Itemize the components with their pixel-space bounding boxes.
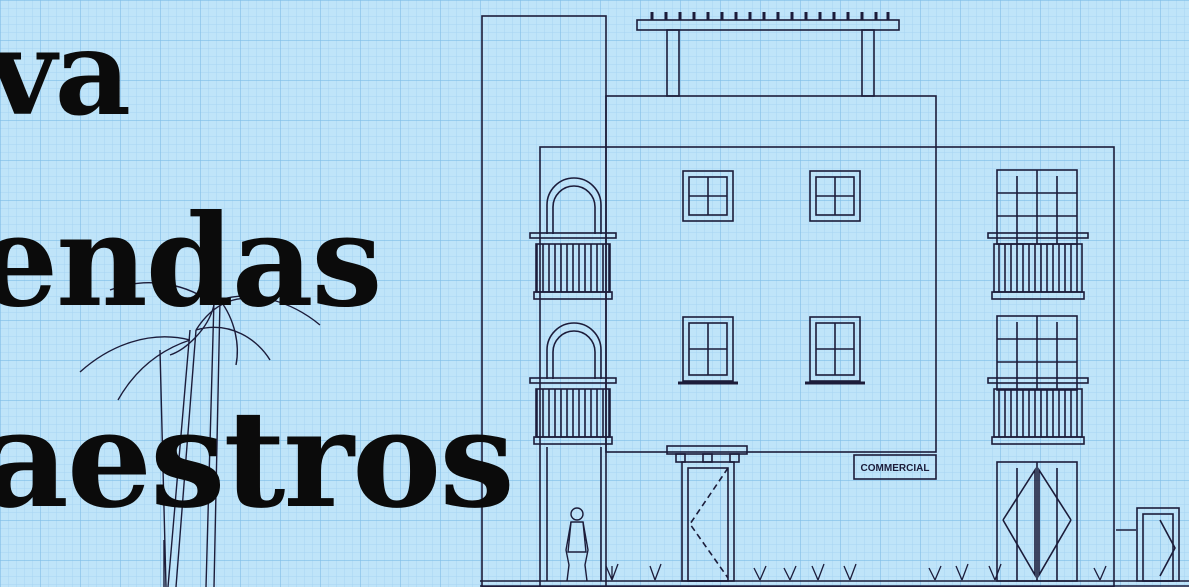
commercial-sign: COMMERCIAL — [853, 454, 937, 480]
arched-openings-left — [546, 177, 602, 581]
roof-pergola — [636, 12, 900, 97]
pedestrian-figure — [565, 507, 589, 582]
balconies — [529, 232, 1089, 445]
entrance-doors — [666, 445, 1180, 582]
commercial-sign-label: COMMERCIAL — [861, 463, 930, 474]
palm-trees — [79, 282, 321, 587]
ground-shrubs — [605, 563, 1107, 581]
windows — [678, 169, 1078, 391]
